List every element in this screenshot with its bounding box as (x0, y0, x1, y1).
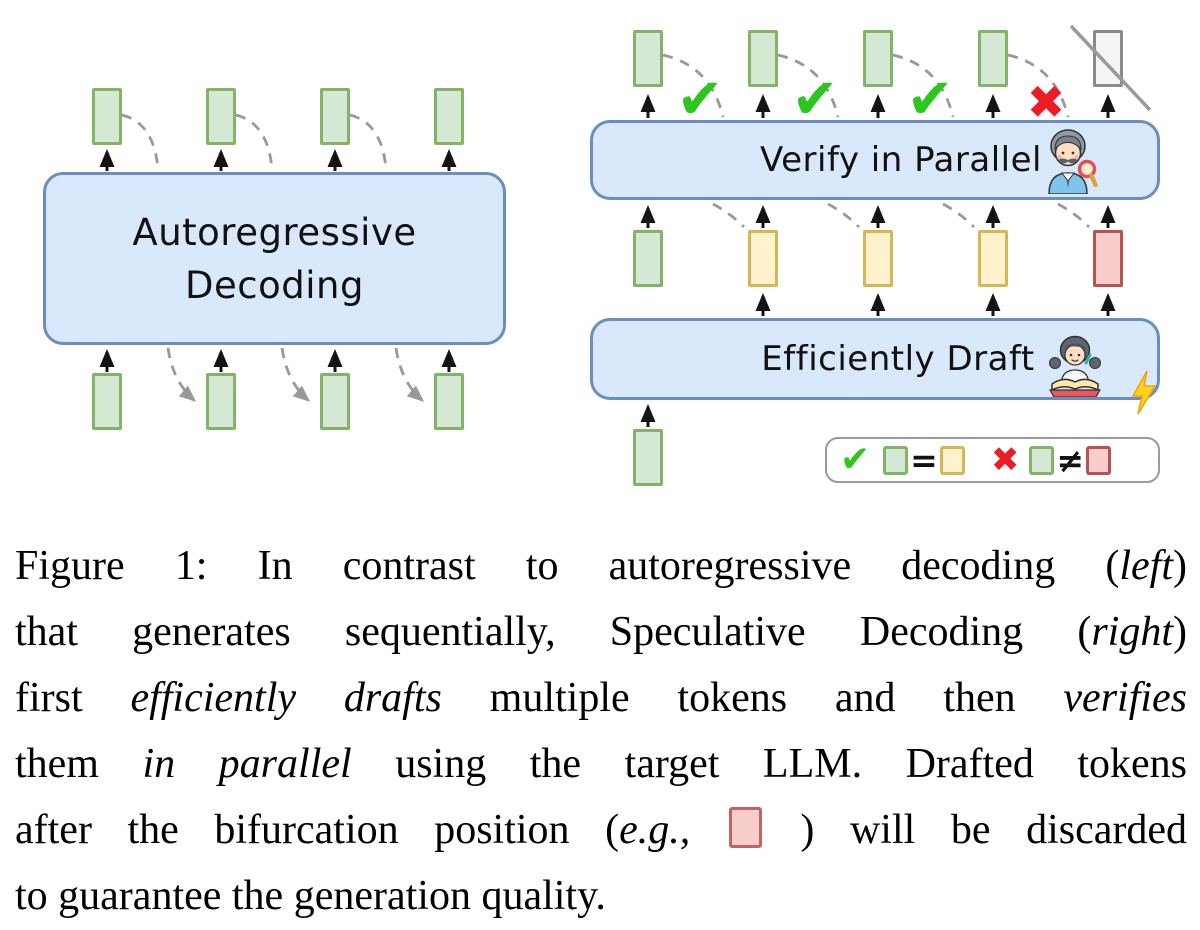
prompt-token (633, 429, 663, 486)
next-token-dashed-link (394, 347, 425, 402)
left-input-token (434, 373, 464, 430)
reject-cross-icon: ✖ (1026, 75, 1066, 129)
next-token-dashed-link (280, 347, 311, 402)
verified-output-token (633, 30, 663, 87)
draft-token (748, 230, 778, 287)
discard-slash-icon (1069, 24, 1152, 112)
caption-text: verifies (1063, 675, 1188, 721)
caption-text: to guarantee the generation quality. (15, 873, 606, 919)
legend-yellow-token-swatch (939, 445, 965, 475)
detective-magnifier-icon (1048, 129, 1098, 194)
caption-text: first (15, 675, 131, 721)
next-token-dashed-link (1007, 53, 1070, 118)
left-input-token (206, 373, 236, 430)
discard-slash-layer (1069, 24, 1152, 112)
caption-line: that generates sequentially, Speculative… (15, 608, 1187, 674)
caption-text: ) will be discarded (764, 807, 1188, 853)
accept-check-icon: ✔ (791, 67, 839, 132)
verified-output-token (863, 30, 893, 87)
caption-line: first efficiently drafts multiple tokens… (15, 674, 1187, 740)
decoding-label-line2: Decoding (185, 263, 364, 307)
caption-text: e.g., (619, 807, 691, 853)
left-input-token (92, 373, 122, 430)
caption-text: left (1119, 543, 1173, 589)
legend-green-token-swatch (1029, 445, 1055, 475)
next-token-dashed-link (166, 347, 197, 402)
caption-line: after the bifurcation position (e.g., ) … (15, 806, 1187, 872)
legend-red-token-swatch (1085, 445, 1111, 475)
next-token-dashed-link (712, 202, 745, 228)
caption-text: after the bifurcation position ( (15, 807, 620, 853)
left-input-token (320, 373, 350, 430)
left-output-token (92, 88, 122, 145)
caption-text: ) (1173, 543, 1187, 589)
caption-text: multiple tokens and then (441, 675, 1064, 721)
inline-red-token-swatch (728, 807, 762, 848)
rejected-draft-token (1093, 230, 1123, 287)
caption-text: ) (1173, 609, 1187, 655)
lightning-bolt-icon (1131, 371, 1157, 415)
caption-text: in parallel (142, 741, 352, 787)
next-token-dashed-link (777, 53, 840, 118)
verify-in-parallel-label: Verify in Parallel (760, 140, 1042, 180)
left-output-token (320, 88, 350, 145)
caption-text: efficiently drafts (130, 675, 442, 721)
verified-output-token (748, 30, 778, 87)
next-token-dashed-link (827, 202, 860, 228)
caption-text (690, 807, 726, 853)
legend-cross-icon: ✖ (990, 440, 1020, 480)
efficiently-draft-label: Efficiently Draft (761, 339, 1035, 379)
legend-not-equal-sign: ≠ (1056, 440, 1084, 480)
legend: ✔ = ✖ ≠ (825, 437, 1160, 483)
autoregressive-decoding-label: Autoregressive Decoding (132, 206, 416, 312)
accept-check-icon: ✔ (676, 67, 724, 132)
draft-token (978, 230, 1008, 287)
caption-line: them in parallel using the target LLM. D… (15, 740, 1187, 806)
next-token-dashed-link (892, 53, 955, 118)
next-token-dashed-link (662, 53, 725, 118)
legend-green-token-swatch (883, 445, 909, 475)
caption-text: that generates sequentially, Speculative… (15, 609, 1092, 655)
caption-line: to guarantee the generation quality. (15, 872, 1187, 930)
next-token-dashed-link (942, 202, 975, 228)
figure-caption: Figure 1: In contrast to autoregressive … (15, 542, 1187, 930)
caption-text: Figure 1: In contrast to autoregressive … (15, 543, 1120, 589)
next-token-dashed-link (235, 113, 274, 170)
autoregressive-label-line1: Autoregressive (132, 210, 417, 254)
accept-check-icon: ✔ (906, 67, 954, 132)
left-output-token (434, 88, 464, 145)
next-token-dashed-link (1057, 202, 1090, 228)
caption-line: Figure 1: In contrast to autoregressive … (15, 542, 1187, 608)
draft-token (863, 230, 893, 287)
caption-text: right (1091, 609, 1173, 655)
legend-check-icon: ✔ (840, 439, 871, 480)
context-token (633, 230, 663, 287)
next-token-dashed-link (349, 113, 388, 170)
caption-text: them (15, 741, 143, 787)
next-token-dashed-link (121, 113, 160, 170)
left-output-token (206, 88, 236, 145)
generated-connectors (99, 53, 1116, 427)
caption-text: using the target LLM. Drafted tokens (351, 741, 1187, 787)
legend-equals-sign: = (910, 440, 938, 480)
girl-reading-book-icon (1048, 335, 1102, 397)
verified-output-token (978, 30, 1008, 87)
connector-layer (99, 53, 1116, 427)
autoregressive-decoding-box: Autoregressive Decoding (43, 172, 506, 345)
